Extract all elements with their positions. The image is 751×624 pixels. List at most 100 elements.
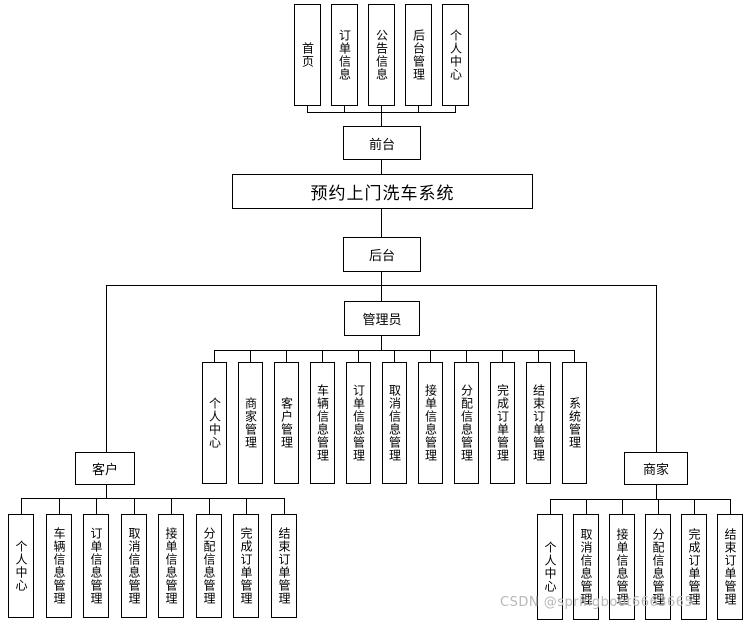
connector (381, 160, 382, 174)
connector (381, 112, 382, 126)
connector (586, 499, 587, 514)
connector (106, 285, 107, 452)
module-label: 客户管理 (279, 397, 294, 449)
module-label: 车辆信息管理 (315, 384, 330, 462)
connector (344, 106, 345, 112)
connector (214, 350, 215, 362)
connector (694, 499, 695, 514)
module-label: 车辆信息管理 (52, 527, 66, 605)
connector (550, 499, 730, 500)
connector (21, 498, 284, 499)
module-label: 首页 (300, 42, 315, 68)
connector (455, 106, 456, 112)
connector (96, 498, 97, 514)
customer-module: 完成订单管理 (233, 514, 259, 618)
connector (284, 498, 285, 514)
node-label: 客户 (91, 463, 118, 478)
customer-module: 个人中心 (8, 514, 34, 618)
watermark: CSDN @springboot6663665 (500, 595, 694, 610)
customer-module: 结束订单管理 (271, 514, 297, 618)
module-label: 接单信息管理 (615, 528, 629, 606)
connector (381, 336, 382, 350)
module-label: 结束订单管理 (531, 384, 546, 462)
connector (381, 106, 382, 112)
module-label: 取消信息管理 (579, 528, 593, 606)
connector (246, 498, 247, 514)
module-label: 结束订单管理 (277, 527, 291, 605)
connector (381, 272, 382, 285)
module-label: 个人中心 (14, 540, 28, 592)
admin-module: 客户管理 (274, 362, 299, 484)
front-module-order-info: 订单信息 (331, 4, 358, 106)
connector (394, 350, 395, 362)
module-label: 结束订单管理 (723, 528, 737, 606)
connector (574, 350, 575, 362)
module-label: 订单信息管理 (351, 384, 366, 462)
connector (538, 350, 539, 362)
front-node: 前台 (343, 126, 421, 160)
merchant-module: 结束订单管理 (717, 514, 743, 620)
module-label: 商家管理 (243, 397, 258, 449)
merchant-module: 个人中心 (537, 514, 563, 620)
connector (59, 498, 60, 514)
merchant-node: 商家 (624, 452, 688, 485)
connector (622, 499, 623, 514)
connector (466, 350, 467, 362)
merchant-module: 取消信息管理 (573, 514, 599, 620)
admin-module: 系统管理 (562, 362, 587, 484)
connector (250, 350, 251, 362)
front-module-announcement: 公告信息 (368, 4, 395, 106)
connector (106, 485, 107, 498)
connector (381, 285, 382, 301)
node-label: 前台 (368, 137, 395, 153)
customer-module: 接单信息管理 (158, 514, 184, 618)
back-node: 后台 (343, 237, 421, 272)
admin-module: 分配信息管理 (454, 362, 479, 484)
module-label: 完成订单管理 (687, 528, 701, 606)
node-label: 商家 (642, 463, 669, 478)
admin-module: 商家管理 (238, 362, 263, 484)
module-label: 个人中心 (207, 397, 222, 449)
admin-module: 结束订单管理 (526, 362, 551, 484)
node-label: 后台 (368, 249, 395, 264)
merchant-module: 完成订单管理 (681, 514, 707, 620)
connector (656, 285, 657, 452)
connector (209, 498, 210, 514)
front-module-personal-center: 个人中心 (442, 4, 469, 106)
module-label: 完成订单管理 (239, 527, 253, 605)
module-label: 订单信息 (337, 29, 352, 81)
connector (322, 350, 323, 362)
connector (21, 498, 22, 514)
connector (381, 209, 382, 237)
module-label: 订单信息管理 (89, 527, 103, 605)
connector (730, 499, 731, 514)
module-label: 接单信息管理 (164, 527, 178, 605)
merchant-module: 接单信息管理 (609, 514, 635, 620)
module-label: 个人中心 (448, 29, 463, 81)
module-label: 完成订单管理 (495, 384, 510, 462)
module-label: 系统管理 (567, 397, 582, 449)
connector (358, 350, 359, 362)
module-label: 个人中心 (543, 541, 557, 593)
connector (418, 106, 419, 112)
connector (502, 350, 503, 362)
admin-module: 车辆信息管理 (310, 362, 335, 484)
node-label: 管理员 (362, 313, 402, 328)
module-label: 取消信息管理 (387, 384, 402, 462)
module-label: 公告信息 (374, 29, 389, 81)
customer-module: 订单信息管理 (83, 514, 109, 618)
module-label: 取消信息管理 (127, 527, 141, 605)
module-label: 后台管理 (411, 29, 426, 81)
admin-node: 管理员 (344, 301, 420, 336)
merchant-module: 分配信息管理 (645, 514, 671, 620)
module-label: 分配信息管理 (651, 528, 665, 606)
admin-module: 取消信息管理 (382, 362, 407, 484)
customer-module: 取消信息管理 (121, 514, 147, 618)
admin-module: 个人中心 (202, 362, 227, 484)
admin-module: 接单信息管理 (418, 362, 443, 484)
connector (286, 350, 287, 362)
system-title: 预约上门洗车系统 (232, 174, 533, 209)
connector (658, 499, 659, 514)
title-text: 预约上门洗车系统 (310, 184, 455, 204)
